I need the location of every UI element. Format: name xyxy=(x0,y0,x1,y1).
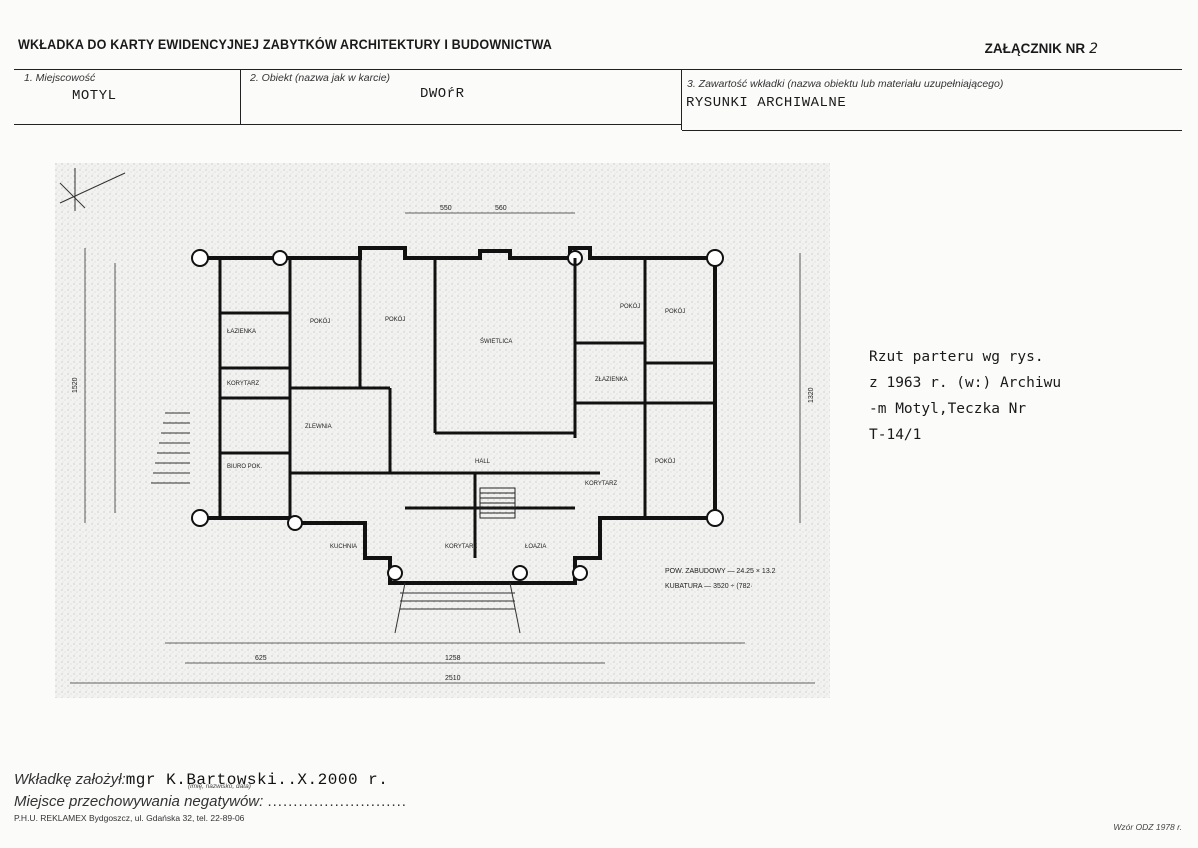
dimension-height-left: 1520 xyxy=(72,377,79,393)
north-arrow-icon xyxy=(59,168,126,211)
table-bottom-line-right xyxy=(682,130,1182,131)
location-value: MOTYL xyxy=(72,88,117,104)
room-label-swietlica: ŚWIETLICA xyxy=(480,337,512,345)
entrance-steps xyxy=(394,582,521,634)
room-label-zlazienka: ZŁAZIENKA xyxy=(595,377,628,383)
room-label-biuro: BIURO POK. xyxy=(227,464,262,470)
inner-walls xyxy=(218,258,715,558)
room-label-zlewnia: ZLEWNIA xyxy=(305,424,332,430)
outer-walls xyxy=(200,246,717,585)
created-by-value: mgr K.Bartowski..X.2000 r. xyxy=(125,771,389,789)
object-label: 2. Obiekt (nazwa jak w karcie) xyxy=(250,72,391,84)
room-label-korytarz-1: KORYTARZ xyxy=(227,381,259,387)
side-steps xyxy=(151,412,190,484)
room-label-hall: HALL xyxy=(475,459,491,465)
room-label-korytarz-3: KORYTARZ xyxy=(585,481,617,487)
drawing-caption: Rzut parteru wg rys. z 1963 r. (w:) Arch… xyxy=(869,344,1061,448)
form-title: WKŁADKA DO KARTY EWIDENCYJNEJ ZABYTKÓW A… xyxy=(18,37,553,52)
created-by-row: Wkładkę założył:mgr K.Bartowski..X.2000 … xyxy=(14,771,388,789)
caption-line-1: Rzut parteru wg rys. xyxy=(869,349,1044,365)
note-built-area: POW. ZABUDOWY — 24.25 × 13.2 xyxy=(665,568,776,575)
created-by-hint: (imię, nazwisko, data) xyxy=(188,783,251,790)
dimension-mid: 1258 xyxy=(445,655,461,662)
room-label-kuchnia: KUCHNIA xyxy=(330,544,357,550)
created-by-label: Wkładkę założył: xyxy=(14,771,126,788)
room-label-loazia: ŁOAZIA xyxy=(525,544,546,550)
dimension-left: 625 xyxy=(255,655,267,662)
caption-line-3: -m Motyl,Teczka Nr xyxy=(869,401,1027,417)
dimension-total: 2510 xyxy=(445,675,461,682)
table-divider-1 xyxy=(240,69,241,125)
annex-value: 2 xyxy=(1089,41,1098,57)
room-label-lazienka: ŁAZIENKA xyxy=(227,329,256,335)
note-volume: KUBATURA — 3520 ÷ (782· xyxy=(665,583,753,590)
dimension-lines xyxy=(70,212,815,684)
corner-towers xyxy=(191,249,724,581)
dimension-top-2: 560 xyxy=(495,205,507,212)
contents-value: RYSUNKI ARCHIWALNE xyxy=(686,95,847,111)
caption-line-4: T-14/1 xyxy=(869,427,922,443)
object-value: DWOŕR xyxy=(420,86,465,102)
form-reference: Wzór ODZ 1978 r. xyxy=(1113,822,1182,832)
caption-line-2: z 1963 r. (w:) Archiwu xyxy=(869,375,1062,391)
room-label-pokoj-3: POKÓJ xyxy=(620,303,640,310)
annex-label: ZAŁĄCZNIK NR xyxy=(984,41,1086,56)
contents-label: 3. Zawartość wkładki (nazwa obiektu lub … xyxy=(687,78,1004,90)
dimension-top-1: 550 xyxy=(440,205,452,212)
location-label: 1. Miejscowość xyxy=(24,72,96,84)
storage-row: Miejsce przechowywania negatywów: ......… xyxy=(14,793,407,810)
table-top-line xyxy=(14,69,1182,70)
table-bottom-line xyxy=(14,124,682,125)
room-label-pokoj-2: POKÓJ xyxy=(385,316,405,323)
dimension-height-right: 1320 xyxy=(808,387,815,403)
room-label-korytarz-2: KORYTARZ xyxy=(445,544,477,550)
storage-label: Miejsce przechowywania negatywów: xyxy=(14,793,264,810)
staircase xyxy=(479,487,516,519)
storage-dots: ........................... xyxy=(267,793,407,810)
room-label-pokoj-4: POKÓJ xyxy=(665,308,685,315)
room-label-pokoj-1: POKÓJ xyxy=(310,318,330,325)
printer-imprint: P.H.U. REKLAMEX Bydgoszcz, ul. Gdańska 3… xyxy=(14,813,245,823)
table-divider-2 xyxy=(681,69,682,130)
floor-plan-drawing: ŚWIETLICA HALL POKÓJ POKÓJ POKÓJ ŁAZIENK… xyxy=(55,163,830,698)
room-label-pokoj-5: POKÓJ xyxy=(655,458,675,465)
